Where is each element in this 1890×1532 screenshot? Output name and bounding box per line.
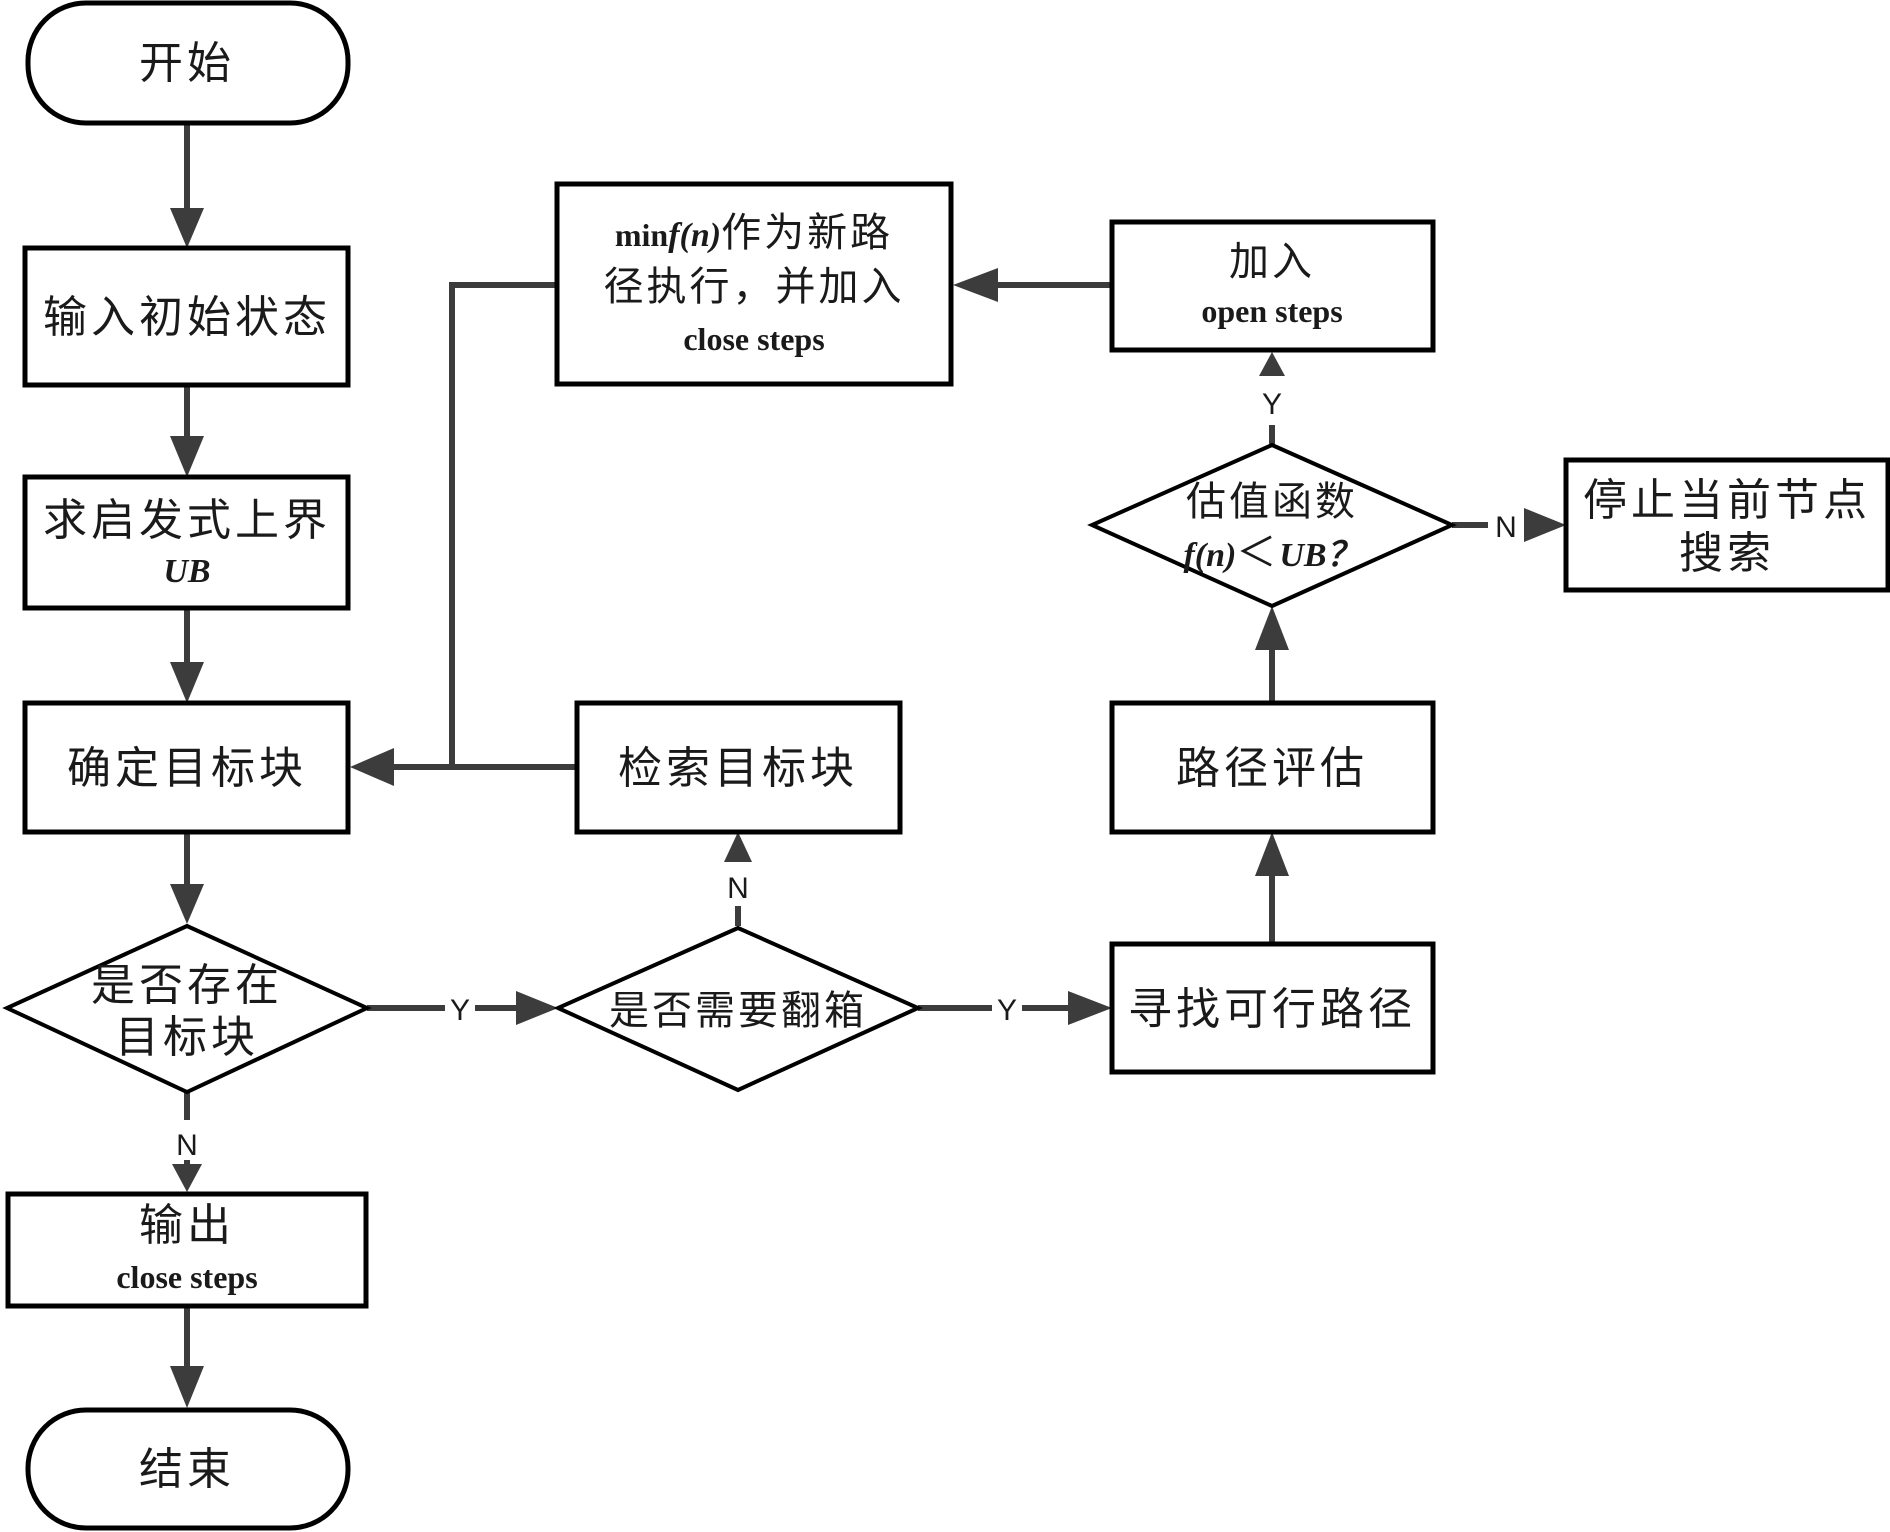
node-target-exists[interactable]: 是否存在 目标块 bbox=[2, 923, 372, 1095]
node-min-new-path[interactable]: minf(n)作为新路 径执行，并加入 close steps bbox=[554, 181, 954, 387]
edge-output-to-end bbox=[170, 1306, 204, 1408]
arrow-down-icon bbox=[170, 884, 204, 924]
edge-minpath-to-determine bbox=[449, 282, 557, 767]
edge-flip-to-retrieve bbox=[724, 832, 752, 926]
edge-label-no: N bbox=[727, 872, 749, 905]
edge-start-to-input bbox=[170, 124, 204, 248]
arrow-right-icon bbox=[1524, 508, 1566, 542]
edge-input-to-upperbound bbox=[170, 385, 204, 477]
edge-label-yes: Y bbox=[450, 994, 470, 1027]
arrow-left-icon bbox=[350, 748, 394, 786]
arrow-up-icon bbox=[1259, 352, 1285, 376]
edge-flip-to-findpath bbox=[918, 991, 1112, 1025]
node-retrieve-target-label: 检索目标块 bbox=[618, 743, 858, 794]
arrow-down-icon bbox=[170, 208, 204, 248]
node-estimate-check[interactable]: 估值函数 f(n)＜UB？ bbox=[1087, 442, 1457, 609]
arrow-right-icon bbox=[1068, 991, 1112, 1025]
arrow-up-icon bbox=[1255, 606, 1289, 650]
node-output-line2: close steps bbox=[116, 1259, 257, 1295]
node-input-state[interactable]: 输入初始状态 bbox=[22, 245, 351, 388]
node-add-open[interactable]: 加入 open steps bbox=[1109, 219, 1436, 353]
node-target-exists-line2: 目标块 bbox=[115, 1012, 259, 1063]
node-output-line1: 输出 bbox=[139, 1200, 235, 1251]
node-stop-search[interactable]: 停止当前节点 搜索 bbox=[1563, 457, 1890, 593]
edge-addopen-to-minpath bbox=[953, 268, 1112, 302]
edge-label-yes: Y bbox=[997, 994, 1017, 1027]
node-find-path-label: 寻找可行路径 bbox=[1128, 984, 1416, 1035]
node-path-eval[interactable]: 路径评估 bbox=[1109, 700, 1436, 835]
min-fn: f(n) bbox=[668, 217, 721, 254]
edge-upperbound-to-determine bbox=[170, 608, 204, 703]
node-add-open-line2: open steps bbox=[1201, 293, 1342, 329]
arrow-up-icon bbox=[1255, 832, 1289, 876]
edge-eval-to-estimate bbox=[1255, 606, 1289, 703]
edge-determine-to-exists bbox=[170, 832, 204, 924]
edge-estimate-to-stop bbox=[1452, 508, 1566, 542]
node-estimate-check-line2: f(n)＜UB？ bbox=[1183, 530, 1360, 576]
arrow-down-icon bbox=[170, 436, 204, 477]
arrow-down-icon bbox=[170, 662, 204, 703]
node-upper-bound-line2: UB bbox=[163, 553, 210, 590]
edge-label-no: N bbox=[1495, 511, 1517, 544]
node-retrieve-target[interactable]: 检索目标块 bbox=[574, 700, 903, 835]
node-end-label: 结束 bbox=[139, 1444, 235, 1495]
node-end[interactable]: 结束 bbox=[25, 1407, 351, 1531]
edge-label-no: N bbox=[176, 1129, 198, 1162]
node-path-eval-label: 路径评估 bbox=[1176, 743, 1368, 794]
node-start-label: 开始 bbox=[139, 38, 235, 89]
edge-findpath-to-eval bbox=[1255, 832, 1289, 944]
node-determine-target-label: 确定目标块 bbox=[67, 743, 307, 794]
arrow-left-icon bbox=[953, 268, 998, 302]
estimate-op: ＜ bbox=[1236, 530, 1279, 576]
node-stop-search-line1: 停止当前节点 bbox=[1583, 475, 1871, 526]
arrow-down-icon bbox=[170, 1366, 204, 1408]
node-input-state-label: 输入初始状态 bbox=[43, 292, 331, 343]
estimate-fn: f(n) bbox=[1183, 537, 1236, 574]
node-min-new-path-line1: minf(n)作为新路 bbox=[615, 210, 893, 256]
edge-label-yes: Y bbox=[1262, 388, 1282, 421]
arrow-down-icon bbox=[172, 1164, 202, 1192]
node-need-flip-label: 是否需要翻箱 bbox=[609, 988, 867, 1034]
node-upper-bound[interactable]: 求启发式上界 UB bbox=[22, 474, 351, 611]
node-start[interactable]: 开始 bbox=[25, 0, 351, 126]
node-determine-target[interactable]: 确定目标块 bbox=[22, 700, 351, 835]
node-find-path[interactable]: 寻找可行路径 bbox=[1109, 941, 1436, 1075]
arrow-right-icon bbox=[516, 991, 558, 1025]
node-need-flip[interactable]: 是否需要翻箱 bbox=[553, 925, 923, 1093]
node-estimate-check-line1: 估值函数 bbox=[1186, 479, 1358, 525]
node-min-new-path-line2: 径执行，并加入 bbox=[604, 264, 905, 310]
estimate-ub: UB？ bbox=[1279, 537, 1360, 574]
edge-estimate-to-addopen bbox=[1259, 352, 1285, 445]
node-add-open-line1: 加入 bbox=[1229, 239, 1315, 285]
node-min-new-path-line3: close steps bbox=[683, 321, 824, 357]
edge-exists-to-output bbox=[172, 1092, 202, 1192]
node-target-exists-line1: 是否存在 bbox=[91, 960, 283, 1011]
min-suffix: 作为新路 bbox=[721, 210, 893, 256]
min-prefix: min bbox=[615, 217, 669, 253]
edge-exists-to-flip bbox=[367, 991, 558, 1025]
node-stop-search-line2: 搜索 bbox=[1679, 528, 1775, 579]
edge-retrieve-to-determine bbox=[350, 748, 577, 786]
node-output[interactable]: 输出 close steps bbox=[5, 1191, 369, 1309]
node-upper-bound-line1: 求启发式上界 bbox=[43, 495, 331, 546]
arrow-up-icon bbox=[724, 832, 752, 862]
